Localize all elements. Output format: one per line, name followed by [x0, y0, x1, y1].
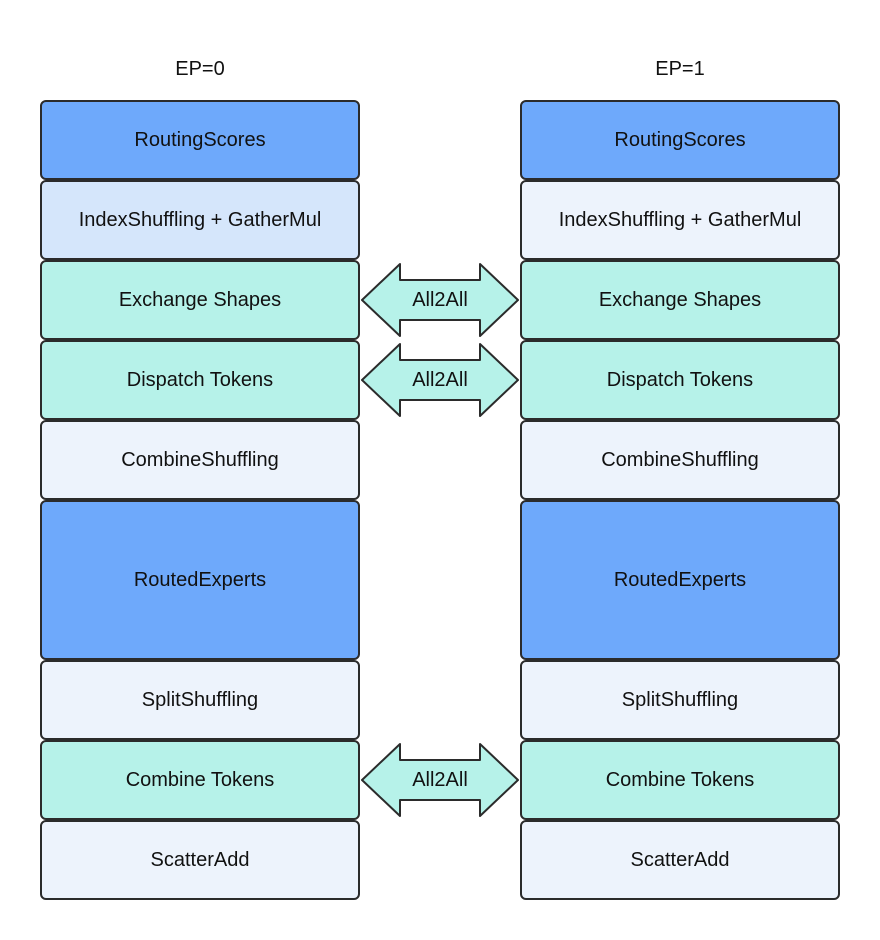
ep0-routed-experts-block: RoutedExperts	[40, 500, 360, 660]
all2all-label: All2All	[412, 288, 468, 311]
double-arrow-icon	[361, 263, 519, 337]
column-title-ep1: EP=1	[655, 58, 705, 80]
ep0-exchange-shapes-block: Exchange Shapes	[40, 260, 360, 340]
ep0-combine-shuffling-block: CombineShuffling	[40, 420, 360, 500]
ep1-split-shuffling-block: SplitShuffling	[520, 660, 840, 740]
ep0-routing-scores-block: RoutingScores	[40, 100, 360, 180]
column-title-ep0: EP=0	[175, 58, 225, 80]
double-arrow-icon	[361, 743, 519, 817]
all2all-dispatch-tokens-arrow: All2All	[360, 342, 520, 418]
ep0-index-shuffling-gathermul-block: IndexShuffling + GatherMul	[40, 180, 360, 260]
ep0-combine-tokens-block: Combine Tokens	[40, 740, 360, 820]
ep1-dispatch-tokens-block: Dispatch Tokens	[520, 340, 840, 420]
double-arrow-icon	[361, 343, 519, 417]
ep1-routing-scores-block: RoutingScores	[520, 100, 840, 180]
ep1-scatter-add-block: ScatterAdd	[520, 820, 840, 900]
ep0-dispatch-tokens-block: Dispatch Tokens	[40, 340, 360, 420]
ep1-routed-experts-block: RoutedExperts	[520, 500, 840, 660]
ep1-index-shuffling-gathermul-block: IndexShuffling + GatherMul	[520, 180, 840, 260]
all2all-combine-tokens-arrow: All2All	[360, 742, 520, 818]
all2all-label: All2All	[412, 768, 468, 791]
ep0-scatter-add-block: ScatterAdd	[40, 820, 360, 900]
ep1-combine-shuffling-block: CombineShuffling	[520, 420, 840, 500]
ep1-combine-tokens-block: Combine Tokens	[520, 740, 840, 820]
all2all-exchange-shapes-arrow: All2All	[360, 262, 520, 338]
ep0-split-shuffling-block: SplitShuffling	[40, 660, 360, 740]
ep1-exchange-shapes-block: Exchange Shapes	[520, 260, 840, 340]
all2all-label: All2All	[412, 368, 468, 391]
